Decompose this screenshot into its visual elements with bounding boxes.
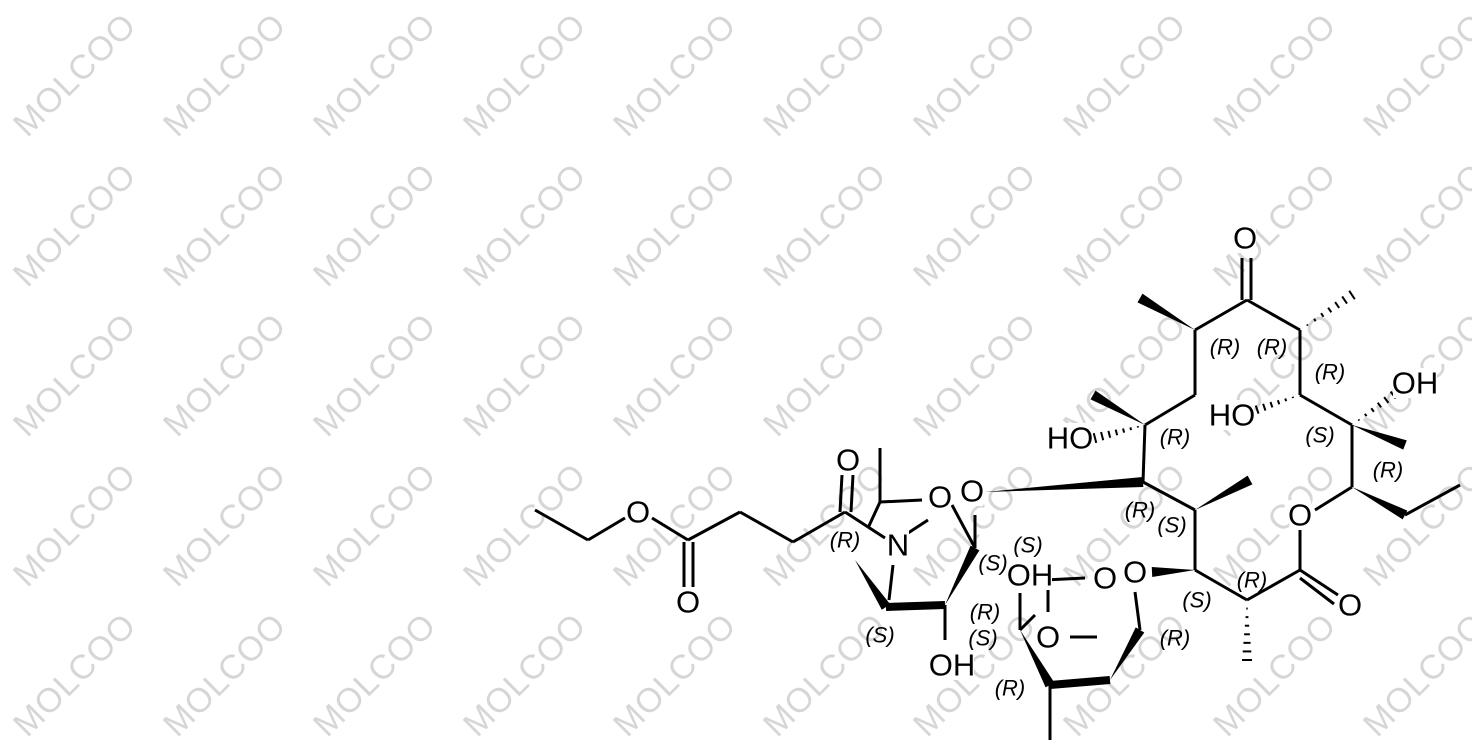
atom-label: O	[1036, 620, 1060, 655]
bond	[1144, 393, 1196, 427]
stereo-descriptor: (R)	[1257, 335, 1288, 360]
atom-label-bg	[1339, 590, 1361, 620]
atom-label-bg	[1234, 223, 1256, 253]
bond	[739, 510, 794, 544]
bond	[792, 510, 846, 544]
atom-label-bg	[1037, 622, 1059, 652]
atom-label: O	[1123, 555, 1147, 590]
atom-label: OH	[929, 648, 976, 683]
bond	[1306, 290, 1356, 327]
atom-label: O	[1288, 498, 1312, 533]
atom-label: O	[626, 495, 650, 530]
bond	[1194, 298, 1248, 332]
stereo-descriptor: (R)	[1160, 626, 1191, 651]
stereo-descriptor: (S)	[1013, 533, 1042, 558]
bond	[950, 504, 977, 549]
atom-label-bg	[887, 530, 909, 560]
bond	[1020, 630, 1055, 688]
atom-label-bg	[929, 482, 951, 512]
atom-label-bg	[677, 587, 699, 617]
atom-label-bg	[1393, 368, 1437, 398]
bond	[1090, 390, 1145, 425]
bond	[1141, 424, 1147, 483]
stereo-descriptor: (R)	[1237, 568, 1268, 593]
bond	[1242, 607, 1252, 661]
stereo-descriptor: (S)	[1157, 513, 1186, 538]
bond	[1142, 480, 1196, 512]
atom-label: OH	[1392, 366, 1439, 401]
atom-label: OH	[1007, 558, 1054, 593]
atom-label-bg	[1008, 560, 1052, 590]
bond	[651, 516, 689, 542]
bond	[855, 560, 891, 610]
bond	[587, 516, 626, 542]
bond	[1404, 483, 1461, 517]
bond	[838, 474, 844, 513]
atom-label: HO	[1209, 398, 1256, 433]
bond	[1137, 293, 1195, 330]
atom-label-bg	[1210, 400, 1254, 430]
atom-label-bg	[627, 497, 649, 527]
stereo-descriptor: (R)	[1160, 425, 1191, 450]
atom-label-bg	[1048, 423, 1092, 453]
stereo-descriptor: (S)	[1305, 423, 1334, 448]
atom-label: O	[676, 585, 700, 620]
stereo-descriptor: (R)	[830, 528, 861, 553]
atom-label: HO	[1047, 421, 1094, 456]
bond	[1151, 567, 1195, 577]
bond	[945, 545, 980, 605]
bond	[534, 508, 589, 542]
atom-label-bg	[837, 445, 859, 475]
atom-label: O	[1093, 561, 1117, 596]
bond	[866, 501, 882, 529]
stereo-descriptor: (R)	[995, 676, 1026, 701]
bond	[1352, 487, 1408, 520]
bond	[1299, 576, 1335, 606]
bond	[1314, 485, 1353, 512]
atom-label: O	[1338, 588, 1362, 623]
atom-label: O	[836, 443, 860, 478]
bond	[1194, 568, 1248, 602]
stereo-descriptor: (R)	[1125, 498, 1156, 523]
atom-label-bg	[1124, 557, 1146, 587]
bond	[1018, 613, 1037, 632]
stereo-descriptor: (S)	[1182, 588, 1211, 613]
stereo-descriptor: (S)	[978, 551, 1007, 576]
bond	[1246, 568, 1301, 602]
bond	[1299, 568, 1339, 597]
atom-label-bg	[1094, 563, 1116, 593]
stereo-descriptor: (S)	[968, 626, 997, 651]
atom-label: O	[1233, 221, 1257, 256]
stereo-descriptor: (S)	[865, 623, 894, 648]
bond	[1133, 591, 1142, 631]
atom-label-bg	[930, 650, 974, 680]
atom-label-bg	[961, 476, 983, 506]
stereo-descriptor: (R)	[1373, 458, 1404, 483]
bond	[687, 510, 741, 542]
atom-label: N	[887, 528, 909, 563]
bond	[985, 477, 1144, 492]
bond	[1049, 676, 1111, 689]
atom-label: O	[928, 480, 952, 515]
bond	[1299, 393, 1353, 427]
stereo-descriptor: (R)	[970, 600, 1001, 625]
bond	[1246, 298, 1301, 332]
bond	[887, 564, 895, 601]
bond	[879, 498, 923, 504]
bond	[885, 601, 946, 611]
bond	[849, 474, 855, 513]
bond	[1352, 425, 1407, 450]
bond	[1110, 627, 1145, 680]
atom-label: O	[960, 474, 984, 509]
atom-label-bg	[1289, 500, 1311, 530]
bond	[1195, 475, 1253, 510]
stereo-descriptor: (R)	[1315, 360, 1346, 385]
bond	[844, 510, 886, 540]
stereo-descriptor: (R)	[1210, 335, 1241, 360]
bond	[1092, 425, 1140, 444]
